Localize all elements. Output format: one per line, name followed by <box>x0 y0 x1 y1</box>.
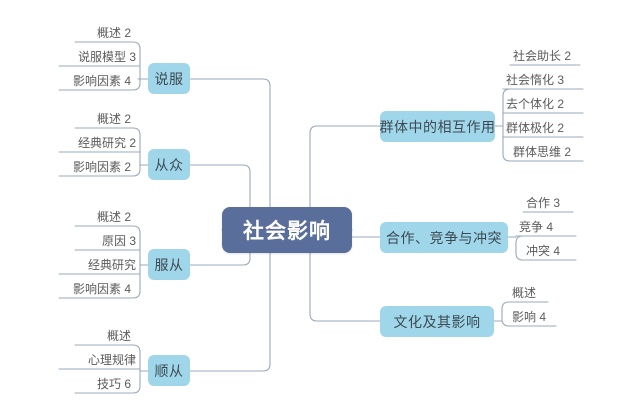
leaf-label: 概述 2 <box>96 26 131 40</box>
branch-node-cooperation-competition-conflict[interactable]: 合作、竞争与冲突 <box>380 222 508 253</box>
leaf-item[interactable]: 影响 4 <box>512 310 602 325</box>
leaf-item[interactable]: 心理规律 <box>33 353 136 368</box>
leaf-label: 影响因素 4 <box>72 282 131 296</box>
leaf-item[interactable]: 竞争 4 <box>519 220 609 235</box>
branch-node-label: 合作、竞争与冲突 <box>386 229 502 246</box>
leaf-item[interactable]: 技巧 6 <box>33 377 131 392</box>
leaf-item[interactable]: 概述 2 <box>33 210 131 225</box>
leaf-item[interactable]: 影响因素 2 <box>33 160 131 175</box>
leaf-item[interactable]: 合作 3 <box>526 196 616 211</box>
branch-node-persuasion[interactable]: 说服 <box>148 63 190 94</box>
leaf-label: 冲突 4 <box>526 244 561 258</box>
branch-node-label: 说服 <box>154 70 184 87</box>
leaf-label: 影响 4 <box>512 310 547 324</box>
leaf-label: 概述 <box>512 286 537 300</box>
leaf-item[interactable]: 社会惰化 3 <box>506 73 616 88</box>
leaf-item[interactable]: 冲突 4 <box>526 244 616 259</box>
branch-node-label: 文化及其影响 <box>393 313 481 330</box>
leaf-label: 影响因素 4 <box>72 74 131 88</box>
leaf-item[interactable]: 社会助长 2 <box>513 49 623 64</box>
leaf-item[interactable]: 影响因素 4 <box>33 282 131 297</box>
leaf-item[interactable]: 影响因素 4 <box>33 74 131 89</box>
branch-node-compliance[interactable]: 顺从 <box>148 355 190 386</box>
root-node-social-influence[interactable]: 社会影响 <box>222 207 352 253</box>
leaf-label: 心理规律 <box>87 353 136 367</box>
branch-node-culture-influence[interactable]: 文化及其影响 <box>380 306 494 337</box>
leaf-label: 影响因素 2 <box>72 160 131 174</box>
leaf-label: 技巧 6 <box>96 377 131 391</box>
leaf-item[interactable]: 原因 3 <box>33 234 136 249</box>
leaf-label: 概述 <box>106 329 131 343</box>
leaf-item[interactable]: 概述 2 <box>33 112 131 127</box>
leaf-label: 社会惰化 3 <box>506 73 565 87</box>
leaf-label: 合作 3 <box>526 196 561 210</box>
root-node-label: 社会影响 <box>243 220 331 243</box>
leaf-label: 说服模型 3 <box>77 50 136 64</box>
leaf-label: 概述 2 <box>96 112 131 126</box>
leaf-label: 群体极化 2 <box>506 121 565 135</box>
leaf-label: 群体思维 2 <box>513 145 572 159</box>
leaf-item[interactable]: 群体极化 2 <box>506 121 616 136</box>
leaf-label: 经典研究 2 <box>77 136 136 150</box>
branch-node-label: 从众 <box>154 156 184 173</box>
leaf-label: 经典研究 <box>87 258 136 272</box>
branch-node-label: 服从 <box>154 256 184 273</box>
branch-node-obedience[interactable]: 服从 <box>148 249 190 280</box>
leaf-item[interactable]: 说服模型 3 <box>33 50 136 65</box>
branch-node-label: 顺从 <box>154 362 184 379</box>
leaf-label: 竞争 4 <box>519 220 554 234</box>
branch-node-conformity[interactable]: 从众 <box>148 149 190 180</box>
branch-node-group-interaction[interactable]: 群体中的相互作用 <box>380 111 495 142</box>
leaf-item[interactable]: 经典研究 2 <box>33 136 136 151</box>
branch-node-label: 群体中的相互作用 <box>379 118 496 135</box>
leaf-item[interactable]: 概述 <box>33 329 131 344</box>
leaf-label: 概述 2 <box>96 210 131 224</box>
leaf-item[interactable]: 经典研究 <box>33 258 136 273</box>
leaf-item[interactable]: 概述 <box>512 286 602 301</box>
leaf-label: 社会助长 2 <box>513 49 572 63</box>
leaf-item[interactable]: 去个体化 2 <box>506 97 616 112</box>
leaf-label: 原因 3 <box>101 234 136 248</box>
leaf-item[interactable]: 群体思维 2 <box>513 145 623 160</box>
leaf-label: 去个体化 2 <box>506 97 565 111</box>
leaf-item[interactable]: 概述 2 <box>33 26 131 41</box>
